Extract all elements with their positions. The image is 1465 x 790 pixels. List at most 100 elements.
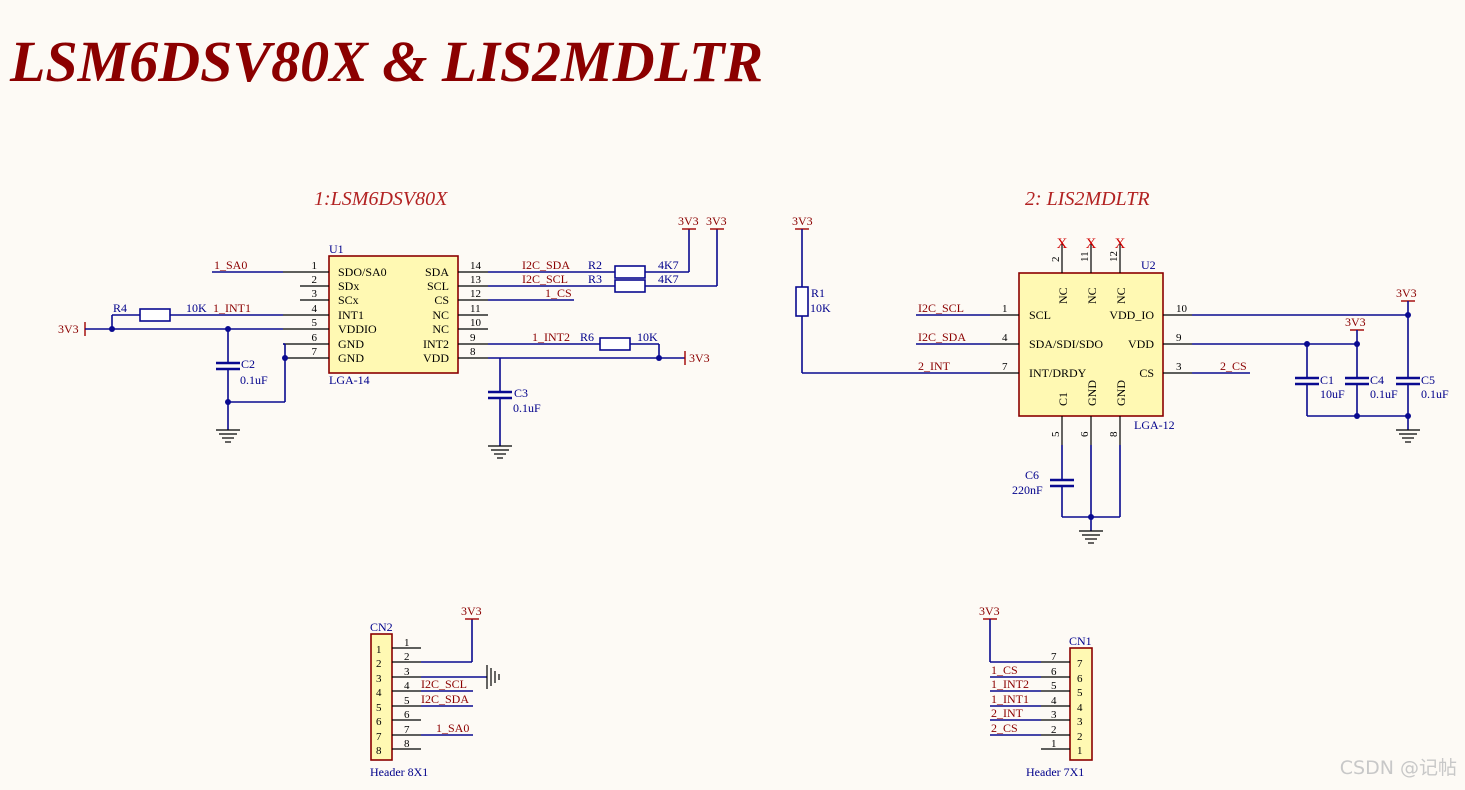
power-3v3: 3V3	[792, 214, 813, 228]
u1-pin-name: SCx	[338, 293, 359, 307]
cn2-value: Header 8X1	[370, 765, 428, 779]
u1-pin-name: CS	[434, 293, 449, 307]
net-label: 1_INT1	[213, 301, 251, 315]
cn2-body-num: 5	[376, 702, 382, 714]
cn2-body-num: 8	[376, 745, 382, 757]
u1-pin-name: SDx	[338, 279, 359, 293]
u2-pin-num: 1	[1002, 303, 1008, 315]
nc-marker: X	[1115, 236, 1126, 252]
watermark: CSDN @记帖	[1339, 757, 1457, 779]
u1-lsm6dsv80x: U1 LGA-14 1 2 3 4 5 6 7 SDO/SA0 SDx SCx …	[283, 242, 488, 387]
r6-resistor	[599, 337, 631, 351]
net-label: 1_SA0	[214, 258, 247, 272]
cn2-body	[370, 633, 393, 761]
u2-pin-num: 7	[1002, 361, 1008, 373]
u1-pin-num: 2	[312, 274, 318, 286]
u1-pin-num: 8	[470, 346, 476, 358]
net-label: 2_CS	[991, 721, 1018, 735]
cn2-body-num: 1	[376, 644, 382, 656]
r4-resistor	[139, 308, 171, 322]
net-label: I2C_SDA	[918, 330, 966, 344]
c1-value: 10uF	[1320, 387, 1345, 401]
u2-pin-num: 8	[1108, 431, 1120, 437]
cn1-ref: CN1	[1069, 634, 1092, 648]
u1-pin-num: 4	[312, 303, 318, 315]
u1-pin-name: VDDIO	[338, 322, 377, 336]
u1-pin-num: 1	[312, 260, 318, 272]
power-3v3: 3V3	[678, 214, 699, 228]
cn2-body-num: 2	[376, 658, 382, 670]
cn1-pin-num: 5	[1051, 680, 1057, 692]
cn1-body-num: 4	[1077, 702, 1083, 714]
u1-left-wiring: 1_SA0 1_INT1 R4 10K 3V3 C2 0.1uF	[58, 258, 288, 443]
u1-pin-num: 5	[312, 317, 318, 329]
r3-resistor	[614, 279, 646, 293]
cn1-body-num: 6	[1077, 673, 1083, 685]
u2-pin-name: GND	[1085, 380, 1099, 406]
c6-value: 220nF	[1012, 483, 1043, 497]
net-label: I2C_SDA	[522, 258, 570, 272]
net-label: 1_INT2	[991, 677, 1029, 691]
u2-pin-name: VDD	[1128, 337, 1154, 351]
u2-pin-num: 11	[1079, 251, 1091, 262]
u2-pin-name: INT/DRDY	[1029, 366, 1087, 380]
c4-value: 0.1uF	[1370, 387, 1398, 401]
power-3v3: 3V3	[706, 214, 727, 228]
r3-ref: R3	[588, 272, 602, 286]
u2-pin-name: SDA/SDI/SDO	[1029, 337, 1103, 351]
u1-package: LGA-14	[329, 373, 370, 387]
u1-right-wiring: I2C_SDA I2C_SCL 1_CS R2 R3 4K7 4K7 3V3 3…	[488, 214, 727, 459]
cn2-pin-num: 5	[404, 695, 410, 707]
power-3v3: 3V3	[1396, 286, 1417, 300]
c5-value: 0.1uF	[1421, 387, 1449, 401]
power-3v3: 3V3	[689, 351, 710, 365]
u1-pin-num: 3	[312, 288, 318, 300]
u1-pin-name: NC	[432, 322, 449, 336]
u1-pin-name: VDD	[423, 351, 449, 365]
c6-ref: C6	[1025, 468, 1039, 482]
u2-pin-num: 12	[1108, 251, 1120, 262]
r1-pullup: 3V3 R1 10K	[792, 214, 990, 374]
net-label: 1_INT1	[991, 692, 1029, 706]
cn2-pin-num: 6	[404, 709, 410, 721]
c3-value: 0.1uF	[513, 401, 541, 415]
nc-marker: X	[1057, 236, 1068, 252]
cn2-pin-num: 4	[404, 680, 410, 692]
cn2-pin-num: 2	[404, 651, 410, 663]
cn2-pin-num: 8	[404, 738, 410, 750]
r4-value: 10K	[186, 301, 207, 315]
u1-pin-num: 10	[470, 317, 482, 329]
cn2-body-num: 4	[376, 687, 382, 699]
u2-pin-name: VDD_IO	[1109, 308, 1154, 322]
u2-pin-num: 4	[1002, 332, 1008, 344]
power-3v3: 3V3	[979, 604, 1000, 618]
cn2-pin-num: 7	[404, 724, 410, 736]
c4-ref: C4	[1370, 373, 1384, 387]
r1-value: 10K	[810, 301, 831, 315]
u2-pin-name: NC	[1056, 287, 1070, 304]
cn1-value: Header 7X1	[1026, 765, 1084, 779]
u1-pin-name: GND	[338, 351, 364, 365]
cn1-pin-num: 4	[1051, 695, 1057, 707]
r2-resistor	[614, 265, 646, 279]
r3-value: 4K7	[658, 272, 679, 286]
net-label: 2_CS	[1220, 359, 1247, 373]
cn1-pin-num: 1	[1051, 738, 1057, 750]
net-label: 2_INT	[918, 359, 951, 373]
u1-pin-num: 6	[312, 332, 318, 344]
c5-ref: C5	[1421, 373, 1435, 387]
u1-pin-name: SDA	[425, 265, 449, 279]
cn1-body-num: 2	[1077, 731, 1083, 743]
net-label: I2C_SCL	[421, 677, 467, 691]
c1-ref: C1	[1320, 373, 1334, 387]
net-label: 1_SA0	[436, 721, 469, 735]
u2-pin-num: 10	[1176, 303, 1188, 315]
cn2-pin-num: 1	[404, 637, 410, 649]
u1-pin-num: 12	[470, 288, 481, 300]
u1-pin-name: GND	[338, 337, 364, 351]
cn1-pin-num: 3	[1051, 709, 1057, 721]
u2-pin-name: NC	[1114, 287, 1128, 304]
u2-pin-num: 2	[1050, 257, 1062, 263]
r4-ref: R4	[113, 301, 127, 315]
c3-ref: C3	[514, 386, 528, 400]
